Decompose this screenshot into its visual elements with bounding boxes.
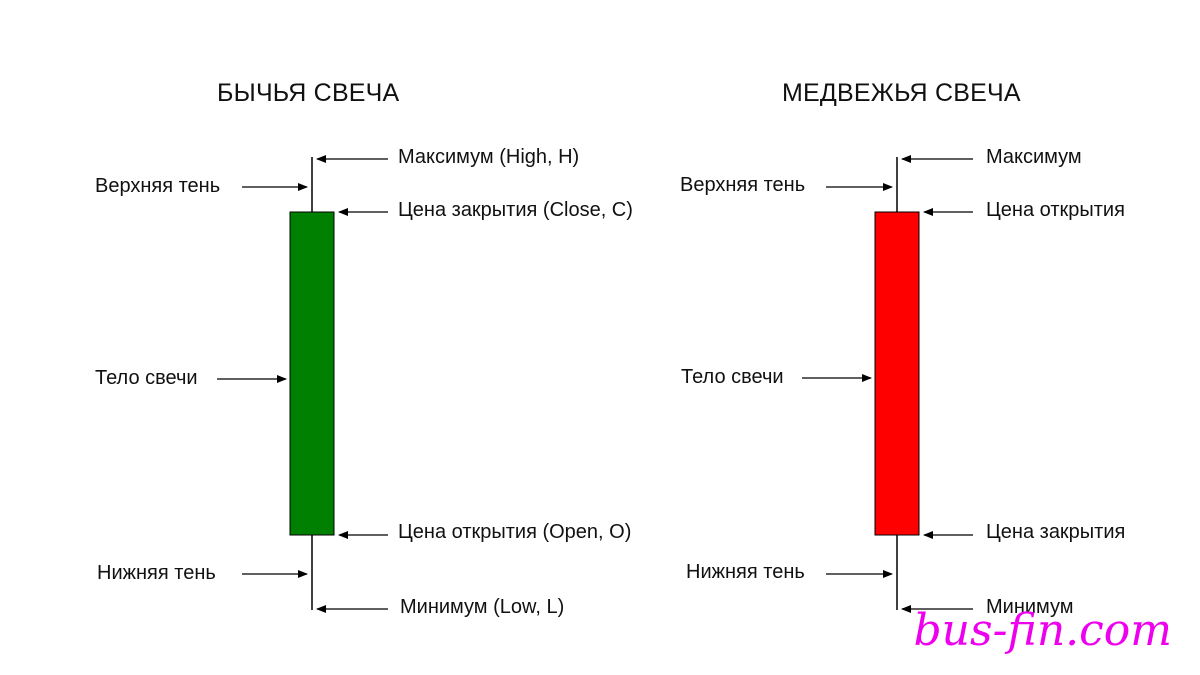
bullish-lower-shadow-label: Нижняя тень: [97, 562, 216, 584]
watermark-logo: bus-fin.com: [913, 605, 1172, 656]
bullish-bottom-price-label: Цена открытия (Open, O): [398, 521, 632, 543]
bearish-bottom-price-label: Цена закрытия: [986, 521, 1126, 543]
bullish-high-label: Максимум (High, H): [398, 146, 580, 168]
bullish-top-price-label: Цена закрытия (Close, C): [398, 199, 633, 221]
bullish-title: БЫЧЬЯ СВЕЧА: [217, 79, 400, 107]
bearish-title: МЕДВЕЖЬЯ СВЕЧА: [782, 79, 1021, 107]
bearish-candle: [874, 157, 920, 610]
bullish-low-label: Минимум (Low, L): [400, 596, 565, 618]
bearish-candle-body: [874, 211, 920, 536]
bearish-high-label: Максимум: [986, 146, 1082, 168]
bullish-upper-shadow-label: Верхняя тень: [95, 175, 221, 197]
bullish-body-label: Тело свечи: [95, 367, 198, 389]
bearish-body-label: Тело свечи: [681, 366, 784, 388]
bearish-top-price-label: Цена открытия: [986, 199, 1125, 221]
bearish-upper-shadow-label: Верхняя тень: [680, 174, 806, 196]
bearish-lower-shadow-label: Нижняя тень: [686, 561, 805, 583]
bullish-candle-body: [289, 211, 335, 536]
bullish-candle: [289, 157, 335, 610]
bearish-low-label: Минимум: [986, 596, 1074, 618]
